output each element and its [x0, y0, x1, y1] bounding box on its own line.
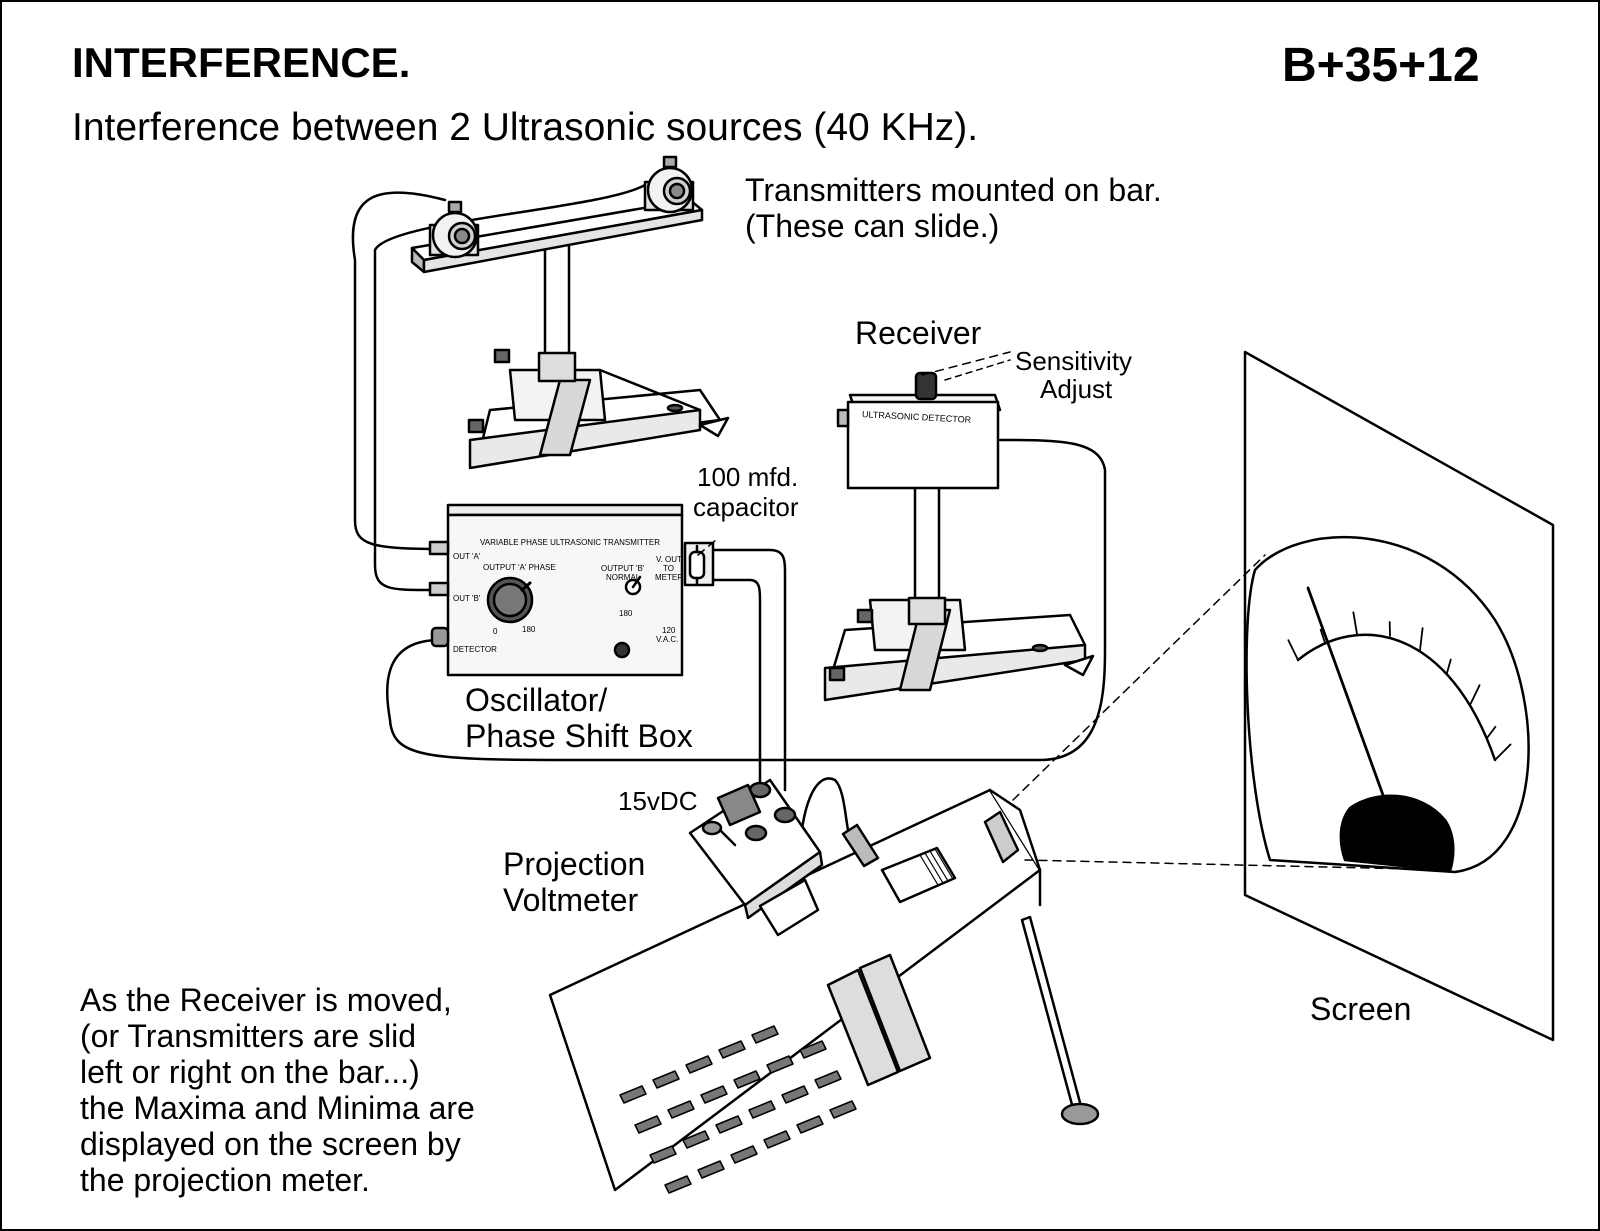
label-supply: 15vDC	[618, 786, 698, 816]
transmitter-stand	[410, 155, 730, 470]
meter-needle	[1306, 586, 1385, 797]
label-capacitor-line2: capacitor	[693, 492, 799, 522]
oscillator-box	[428, 503, 715, 677]
sensitivity-leader	[944, 359, 1011, 381]
panel-b-label-line2: NORMAL	[606, 573, 641, 582]
panel-phase-min: 0	[493, 627, 498, 636]
description-line: left or right on the bar...)	[80, 1054, 420, 1090]
panel-vout-line3: METER	[655, 573, 683, 582]
diagram-code: B+35+12	[1282, 39, 1480, 92]
label-oscillator-line2: Phase Shift Box	[465, 718, 693, 754]
panel-vout-line1: V. OUT	[656, 555, 682, 564]
keypad-key	[652, 1070, 680, 1089]
keypad-key	[700, 1085, 728, 1104]
scale-tick	[1319, 628, 1326, 644]
panel-phase-label: OUTPUT 'A' PHASE	[483, 563, 556, 572]
description-line: (or Transmitters are slid	[80, 1018, 417, 1054]
panel-detector: DETECTOR	[453, 645, 497, 654]
panel-title: VARIABLE PHASE ULTRASONIC TRANSMITTER	[480, 538, 661, 547]
scale-tick	[1352, 611, 1358, 635]
scale-tick	[1446, 658, 1452, 674]
label-transmitters-line1: Transmitters mounted on bar.	[745, 172, 1162, 208]
keypad-key	[667, 1100, 695, 1119]
keypad-key	[697, 1160, 725, 1179]
page-title: INTERFERENCE.	[72, 39, 411, 86]
receiver-stand	[823, 371, 1095, 702]
scale-tick	[1486, 725, 1497, 739]
panel-vout-line2: TO	[663, 564, 674, 573]
keypad-key	[799, 1040, 827, 1059]
description-paragraph: As the Receiver is moved, (or Transmitte…	[80, 982, 475, 1198]
description-line: displayed on the screen by	[80, 1126, 461, 1162]
label-receiver: Receiver	[855, 315, 982, 351]
projection-voltmeter	[548, 778, 1100, 1194]
cable-out-b	[373, 183, 647, 592]
label-sensitivity-line2: Adjust	[1040, 374, 1113, 404]
keypad-key	[619, 1085, 647, 1104]
description-line: the Maxima and Minima are	[80, 1090, 475, 1126]
keypad-key	[766, 1055, 794, 1074]
keypad-key	[781, 1085, 809, 1104]
cable-meter	[710, 548, 852, 862]
label-voltmeter-line1: Projection	[503, 846, 646, 882]
panel-out-a: OUT 'A'	[453, 552, 481, 561]
keypad-key	[829, 1100, 857, 1119]
page-subtitle: Interference between 2 Ultrasonic source…	[72, 106, 979, 149]
keypad-key	[664, 1175, 692, 1194]
keypad-key	[682, 1130, 710, 1149]
label-voltmeter-line2: Voltmeter	[503, 882, 639, 918]
keypad-key	[796, 1115, 824, 1134]
label-sensitivity-line1: Sensitivity	[1015, 346, 1133, 376]
label-oscillator-line1: Oscillator/	[465, 682, 608, 718]
scale-tick	[1287, 639, 1299, 661]
keypad-key	[763, 1130, 791, 1149]
keypad-key	[649, 1145, 677, 1164]
scale-tick	[1419, 627, 1424, 651]
meter-scale-ticks	[1287, 611, 1512, 761]
keypad-key	[733, 1070, 761, 1089]
keypad-key	[748, 1100, 776, 1119]
keypad-key	[715, 1115, 743, 1134]
cable-out-a	[351, 191, 447, 551]
label-screen: Screen	[1310, 991, 1412, 1027]
keypad-key	[751, 1025, 779, 1044]
panel-power-line1: 120	[662, 626, 676, 635]
label-capacitor-line1: 100 mfd.	[697, 462, 799, 492]
cable-detector	[386, 438, 1107, 762]
projection-screen	[697, 350, 1555, 1042]
panel-b-label-line1: OUTPUT 'B'	[601, 564, 645, 573]
panel-power-line2: V.A.C.	[656, 635, 679, 644]
label-transmitters-line2: (These can slide.)	[745, 208, 1000, 244]
keypad-key	[685, 1055, 713, 1074]
panel-out-b: OUT 'B'	[453, 594, 481, 603]
voltmeter-keypad	[619, 1025, 857, 1194]
panel-phase-max: 180	[522, 625, 536, 634]
keypad-key	[814, 1070, 842, 1089]
scale-tick	[1469, 684, 1481, 706]
description-line: the projection meter.	[80, 1162, 370, 1198]
keypad-key	[634, 1115, 662, 1134]
scale-tick	[1494, 743, 1512, 761]
panel-b-label-line3: 180	[619, 609, 633, 618]
description-line: As the Receiver is moved,	[80, 982, 452, 1018]
keypad-key	[730, 1145, 758, 1164]
keypad-key	[718, 1040, 746, 1059]
